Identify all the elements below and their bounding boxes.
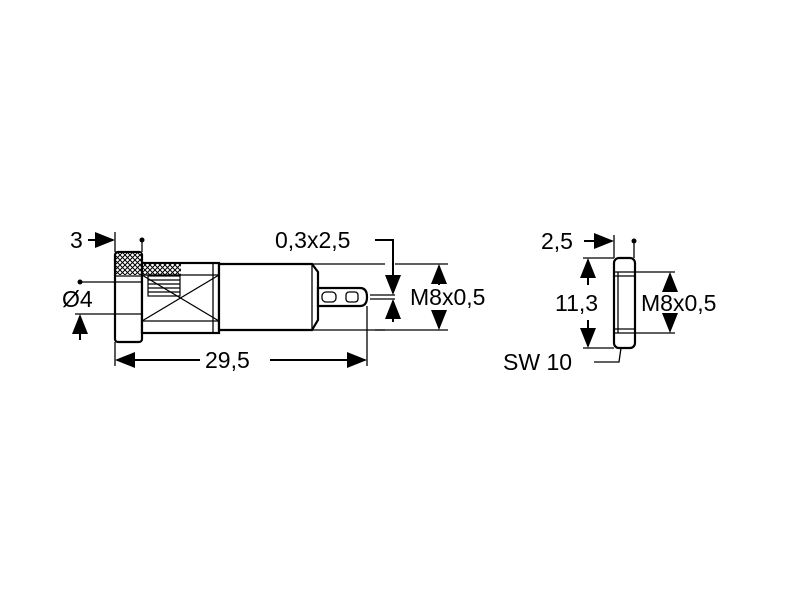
dim-bore-diameter: Ø4 [62, 286, 93, 312]
socket-solder-tab [316, 286, 369, 308]
socket-sleeve [140, 261, 221, 335]
dim-overall-length: 29,5 [205, 347, 250, 373]
dim-wrench-size: SW 10 [503, 349, 572, 375]
dim-solder-tab: 0,3x2,5 [275, 227, 350, 253]
dim-socket-thread: M8x0,5 [410, 284, 485, 310]
nut-body [612, 256, 637, 350]
dim-nut-height: 11,3 [555, 290, 598, 316]
socket-flange [113, 250, 144, 344]
socket-body [217, 262, 320, 332]
dim-flange-thickness: 3 [70, 227, 83, 253]
dim-nut-thickness: 2,5 [541, 228, 573, 254]
nut-part: 2,5 11,3 M8x0,5 SW 10 [503, 228, 716, 375]
socket-part: 3 Ø4 29,5 0,3x2,5 M8x0,5 [62, 227, 485, 373]
dim-nut-thread: M8x0,5 [641, 290, 716, 316]
